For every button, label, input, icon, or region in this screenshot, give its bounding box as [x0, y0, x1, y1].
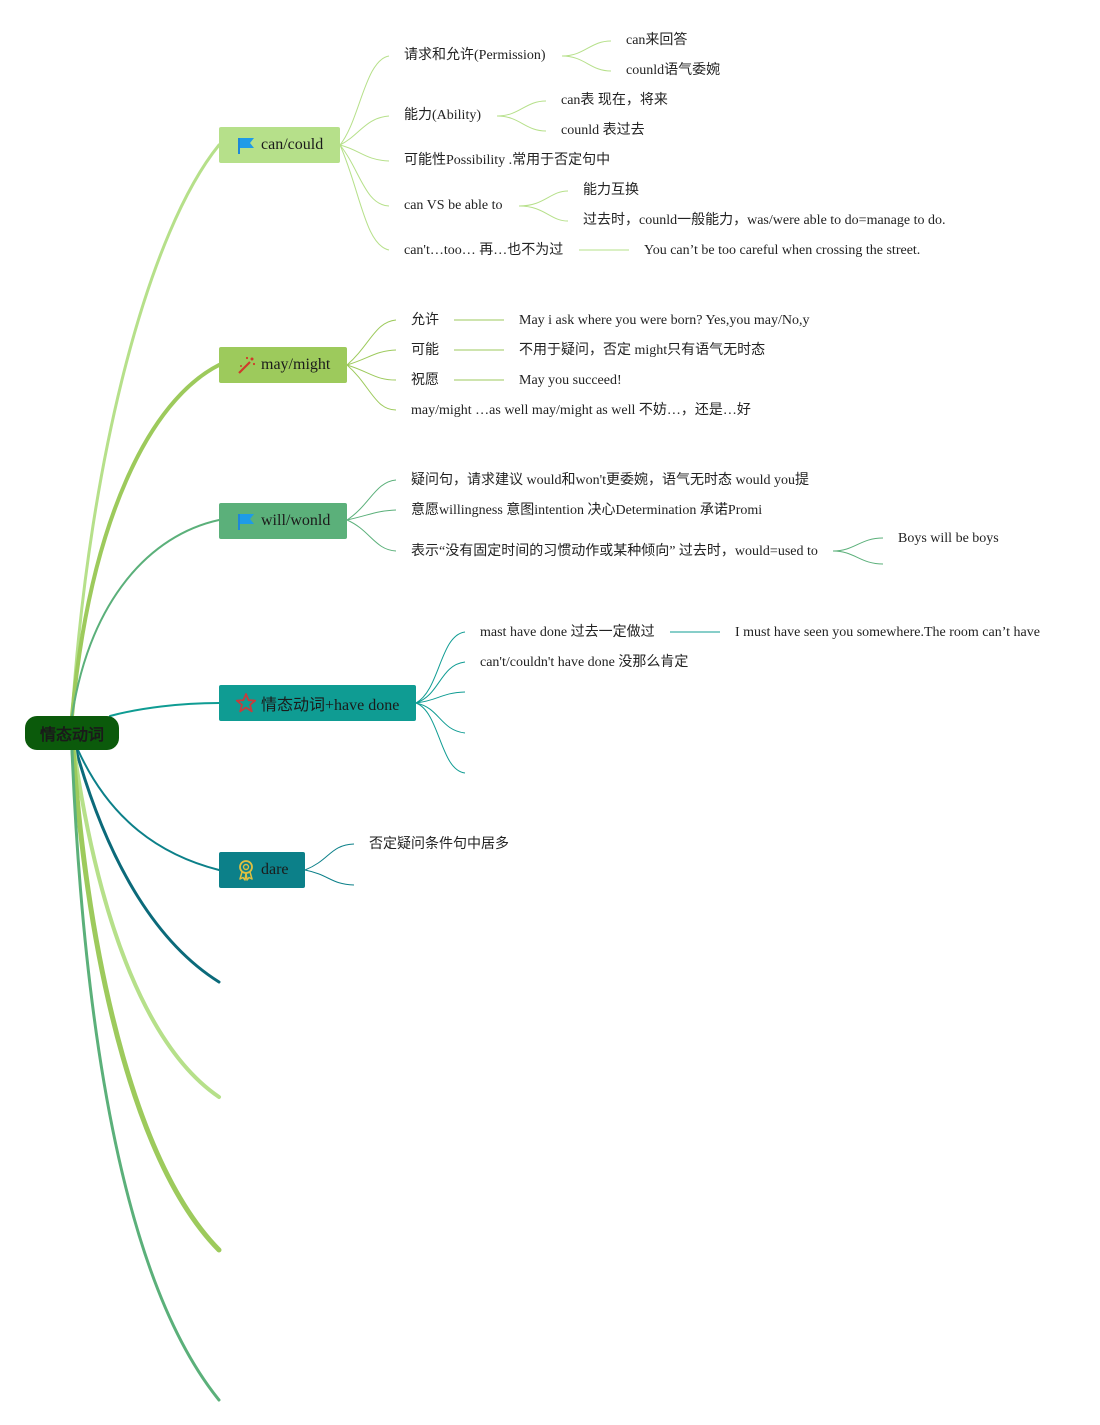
node-may-wish-detail[interactable]: May you succeed! [519, 373, 622, 388]
link-root-empty-4 [70, 748, 221, 1402]
node-permission-can[interactable]: can来回答 [626, 33, 688, 48]
node-may-permission[interactable]: 允许 [411, 313, 439, 328]
node-would-habit[interactable]: 表示“没有固定时间的习惯动作或某种倾向” 过去时，would=used to [411, 544, 818, 559]
node-may-as-well[interactable]: may/might …as well may/might as well 不妨…… [411, 403, 751, 418]
award-ribbon-icon [235, 859, 257, 881]
node-permission[interactable]: 请求和允许(Permission) [404, 48, 546, 63]
link-root-may-might [70, 363, 221, 718]
link-root-dare [77, 749, 220, 871]
root-topic[interactable]: 情态动词 [25, 716, 119, 750]
node-may-permission-detail[interactable]: May i ask where you were born? Yes,you m… [519, 313, 810, 328]
node-dare-usage[interactable]: 否定疑问条件句中居多 [369, 837, 509, 852]
node-may-possible[interactable]: 可能 [411, 343, 439, 358]
node-would-request[interactable]: 疑问句，请求建议 would和won't更委婉，语气无时态 would you提 [411, 473, 810, 488]
link-root-empty-1 [74, 748, 221, 984]
star-outline-icon [235, 692, 257, 714]
branch-label: 情态动词+have done [261, 697, 400, 714]
branch-label: may/might [261, 356, 331, 373]
node-may-wish[interactable]: 祝愿 [411, 373, 439, 388]
branch-may-might[interactable]: may/might [219, 347, 347, 383]
node-may-possible-detail[interactable]: 不用于疑问，否定 might只有语气无时态 [519, 343, 766, 358]
node-be-able-to-swap[interactable]: 能力互换 [583, 183, 639, 198]
branch-have-done[interactable]: 情态动词+have done [219, 685, 416, 721]
link-root-empty-3 [70, 747, 222, 1253]
branch-can-could[interactable]: can/could [219, 127, 340, 163]
node-cant-too-example[interactable]: You can’t be too careful when crossing t… [644, 243, 921, 258]
link-root-can-could [70, 143, 221, 718]
magic-wand-icon [235, 354, 257, 376]
node-ability[interactable]: 能力(Ability) [404, 108, 481, 123]
node-cant-too[interactable]: can't…too… 再…也不为过 [404, 243, 564, 258]
node-be-able-to[interactable]: can VS be able to [404, 198, 503, 213]
link-root-will-would [71, 519, 220, 717]
branch-label: can/could [261, 136, 324, 153]
node-must-have-done[interactable]: mast have done 过去一定做过 [480, 625, 655, 640]
branch-label: dare [261, 861, 289, 878]
branch-will-would[interactable]: will/wonld [219, 503, 347, 539]
node-ability-can[interactable]: can表 现在，将来 [561, 93, 668, 108]
node-would-habit-example[interactable]: Boys will be boys [898, 531, 999, 546]
node-cant-have-done[interactable]: can't/couldn't have done 没那么肯定 [480, 655, 689, 670]
blue-flag-icon [235, 134, 257, 156]
node-possibility[interactable]: 可能性Possibility .常用于否定句中 [404, 153, 611, 168]
blue-flag-icon [235, 510, 257, 532]
link-root-empty-2 [72, 748, 221, 1099]
link-root-have-done [109, 702, 220, 717]
node-permission-could[interactable]: counld语气委婉 [626, 63, 721, 78]
node-be-able-to-past[interactable]: 过去时，counld一般能力，was/were able to do=manag… [583, 213, 946, 228]
node-ability-could[interactable]: counld 表过去 [561, 123, 645, 138]
node-will-willingness[interactable]: 意愿willingness 意图intention 决心Determinatio… [411, 503, 763, 518]
branch-label: will/wonld [261, 512, 331, 529]
node-must-have-done-example[interactable]: I must have seen you somewhere.The room … [735, 625, 1040, 640]
branch-dare[interactable]: dare [219, 852, 305, 888]
